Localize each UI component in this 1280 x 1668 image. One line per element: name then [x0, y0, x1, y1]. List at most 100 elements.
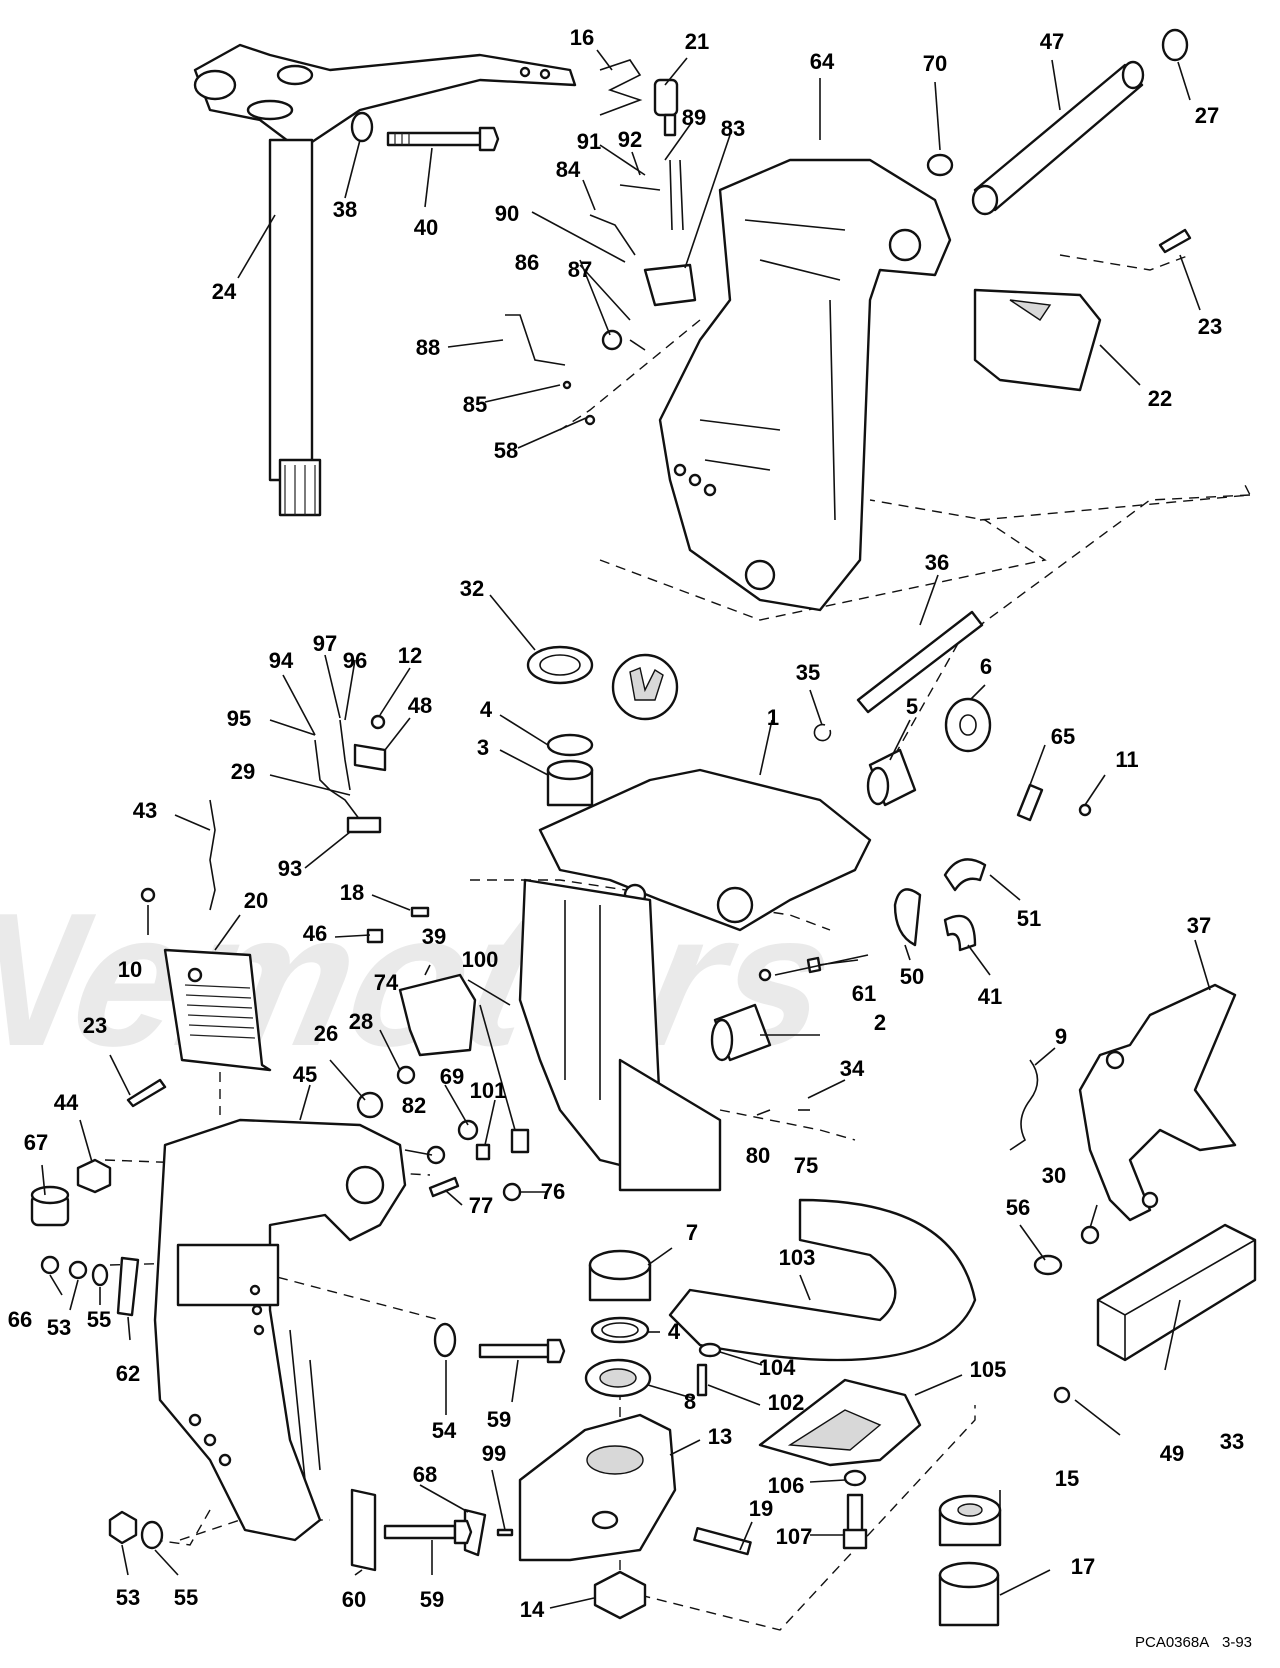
part-46-pin [366, 928, 384, 944]
callout-21: 21 [684, 29, 710, 54]
part-36-pin [856, 610, 984, 714]
part-67-cap [30, 1185, 70, 1227]
part-20-cover [163, 948, 272, 1072]
callout-103: 103 [778, 1245, 816, 1270]
callout-32: 32 [459, 576, 485, 601]
callout-45: 45 [292, 1062, 318, 1087]
part-105-bracket [758, 1378, 922, 1467]
callout-100: 100 [461, 947, 499, 972]
callout-70: 70 [922, 51, 948, 76]
callout-60: 60 [341, 1587, 367, 1612]
callout-53b: 53 [115, 1585, 141, 1610]
callout-66: 66 [7, 1307, 33, 1332]
part-2-screw [758, 968, 772, 982]
callout-86: 86 [514, 250, 540, 275]
part-53-nut-lower [108, 1510, 138, 1545]
callout-56: 56 [1005, 1195, 1031, 1220]
part-62-plate [116, 1256, 140, 1317]
callout-43: 43 [132, 798, 158, 823]
callout-36: 36 [924, 550, 950, 575]
callout-102: 102 [767, 1390, 805, 1415]
part-23-screw-lower [126, 1078, 167, 1108]
callout-59: 59 [486, 1407, 512, 1432]
callout-46: 46 [302, 921, 328, 946]
part-35-clip [813, 723, 832, 742]
part-106-washer [843, 1469, 867, 1487]
part-5-bushing-lower [710, 1003, 772, 1062]
callout-16: 16 [569, 25, 595, 50]
callout-76: 76 [540, 1179, 566, 1204]
part-103-plate [668, 1198, 977, 1362]
callout-44: 44 [53, 1090, 79, 1115]
callout-11: 11 [1115, 747, 1139, 772]
callout-14: 14 [519, 1597, 545, 1622]
leader-lines [41, 49, 1211, 1609]
part-39-block [398, 973, 477, 1057]
part-99-pin [496, 1528, 514, 1537]
callout-51: 51 [1016, 906, 1042, 931]
callout-105: 105 [969, 1357, 1007, 1382]
callout-20: 20 [243, 888, 269, 913]
callout-40: 40 [413, 215, 439, 240]
part-47-tilt-tube [971, 60, 1145, 216]
callout-7: 7 [685, 1220, 699, 1245]
callout-89: 89 [681, 105, 707, 130]
callout-12: 12 [397, 643, 423, 668]
callout-6: 6 [979, 654, 993, 679]
callout-77: 77 [468, 1193, 494, 1218]
part-7-bushing [588, 1249, 652, 1302]
part-49-screw [1053, 1386, 1071, 1404]
part-104-washer [698, 1342, 722, 1358]
part-44-nut [76, 1158, 112, 1194]
part-38-washer [350, 111, 374, 143]
callout-99: 99 [481, 1441, 507, 1466]
callout-23b: 23 [82, 1013, 108, 1038]
callout-87: 87 [567, 257, 593, 282]
part-14-nut [593, 1570, 647, 1620]
callout-64: 64 [809, 49, 835, 74]
part-59-bolt-lower [383, 1519, 473, 1545]
callout-15: 15 [1054, 1466, 1080, 1491]
callout-47: 47 [1039, 29, 1065, 54]
callout-90: 90 [494, 201, 520, 226]
callout-4: 4 [479, 697, 493, 722]
callout-10: 10 [117, 957, 143, 982]
callout-75: 75 [793, 1153, 819, 1178]
callout-61: 61 [851, 981, 877, 1006]
callout-74: 74 [373, 970, 399, 995]
callout-49: 49 [1159, 1441, 1185, 1466]
callout-4b: 4 [667, 1319, 681, 1344]
part-55-washer-upper [91, 1263, 109, 1287]
callout-34: 34 [839, 1056, 865, 1081]
part-9-spring [1009, 1059, 1039, 1151]
part-59-bolt-upper [478, 1338, 566, 1364]
callout-3: 3 [476, 735, 490, 760]
part-4-bushing [546, 733, 594, 757]
part-10-screw [140, 887, 156, 903]
callout-9: 9 [1054, 1024, 1068, 1049]
part-66-nut [40, 1255, 60, 1275]
part-50-bushing [893, 888, 922, 947]
callout-13: 13 [707, 1424, 733, 1449]
callout-53: 53 [46, 1315, 72, 1340]
part-40-bolt [386, 126, 500, 152]
part-5-bushing-upper [866, 748, 917, 807]
callout-101: 101 [469, 1078, 507, 1103]
part-41-bushing [943, 914, 977, 952]
callout-93: 93 [277, 856, 303, 881]
callout-39: 39 [421, 924, 447, 949]
callout-22: 22 [1147, 386, 1173, 411]
part-107-bolt [842, 1493, 868, 1550]
part-13-lower-clamp [518, 1413, 677, 1562]
part-102-screw [696, 1363, 708, 1397]
part-27-washer [1161, 28, 1189, 62]
callout-58: 58 [493, 438, 519, 463]
callout-84: 84 [555, 157, 581, 182]
part-65-link [1016, 783, 1044, 822]
callout-107: 107 [775, 1524, 813, 1549]
part-3-bushing [546, 759, 594, 807]
callout-83: 83 [720, 116, 746, 141]
callout-94: 94 [268, 648, 294, 673]
